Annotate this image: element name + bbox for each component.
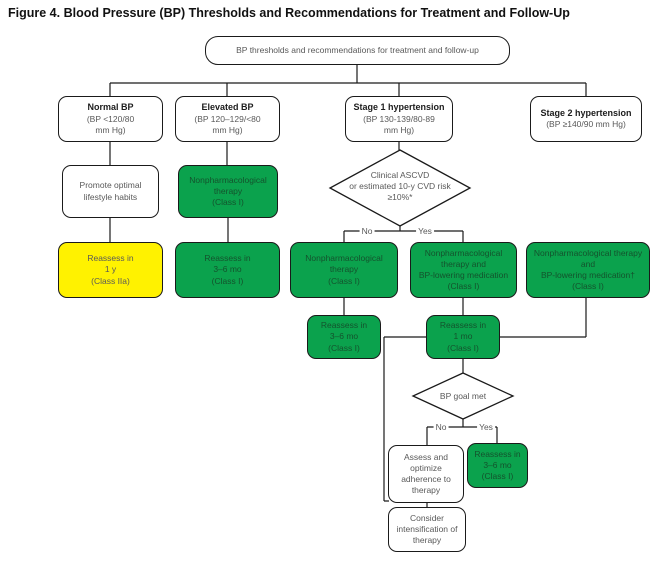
category-range: (BP 130-139/80-89 mm Hg) [363,113,435,135]
node-stage2-hypertension: Stage 2 hypertension (BP ≥140/90 mm Hg) [530,96,642,142]
node-stage1-hypertension: Stage 1 hypertension (BP 130-139/80-89 m… [345,96,453,142]
node-elevated-bp: Elevated BP (BP 120–129/<80 mm Hg) [175,96,280,142]
node-reassess-3-6mo-stage1: Reassess in 3–6 mo (Class I) [307,315,381,359]
node-label: Reassess in 3–6 mo (Class I) [474,448,521,482]
ascvd-risk-diamond-shape [328,149,472,227]
category-range: (BP ≥140/90 mm Hg) [546,119,626,130]
node-label: Nonpharmacological therapy and BP-loweri… [418,247,509,292]
category-range: (BP 120–129/<80 mm Hg) [194,113,261,135]
node-label: Promote optimal lifestyle habits [79,180,142,202]
decision-bp-goal-met: BP goal met [439,391,487,401]
node-root-bp-thresholds: BP thresholds and recommendations for tr… [205,36,510,65]
node-reassess-3-6mo-goal-met: Reassess in 3–6 mo (Class I) [467,443,528,488]
category-name: Elevated BP [201,102,254,113]
figure-title: Figure 4. Blood Pressure (BP) Thresholds… [8,6,570,20]
node-reassess-1mo: Reassess in 1 mo (Class I) [426,315,500,359]
category-name: Stage 1 hypertension [353,102,445,113]
node-label: Reassess in 1 mo (Class I) [439,320,487,353]
node-reassess-3-6mo-elevated: Reassess in 3–6 mo (Class I) [175,242,280,298]
category-name: Normal BP [87,102,134,113]
node-nonpharm-med-stage2: Nonpharmacological therapy and BP-loweri… [526,242,650,298]
node-label: Reassess in 1 y (Class IIa) [87,253,134,286]
node-nonpharm-therapy-elevated: Nonpharmacological therapy (Class I) [178,165,278,218]
edge-label-goal-no: No [433,422,449,432]
node-nonpharm-therapy-stage1: Nonpharmacological therapy (Class I) [290,242,398,298]
decision-ascvd-risk: Clinical ASCVD or estimated 10-y CVD ris… [349,170,451,203]
node-label: Reassess in 3–6 mo (Class I) [204,253,251,286]
node-reassess-1y: Reassess in 1 y (Class IIa) [58,242,163,298]
node-label: Assess and optimize adherence to therapy [401,451,451,496]
node-label: Reassess in 3–6 mo (Class I) [320,320,368,353]
node-assess-adherence: Assess and optimize adherence to therapy [388,445,464,503]
node-label: Nonpharmacological therapy and BP-loweri… [533,247,643,292]
flowchart-connectors [109,65,587,507]
category-range: (BP <120/80 mm Hg) [86,113,135,135]
edge-label-goal-yes: Yes [477,422,495,432]
node-label: Nonpharmacological therapy (Class I) [189,174,267,208]
node-label: BP thresholds and recommendations for tr… [236,44,479,55]
node-promote-lifestyle: Promote optimal lifestyle habits [62,165,159,218]
node-nonpharm-med-stage1: Nonpharmacological therapy and BP-loweri… [410,242,517,298]
node-consider-intensification: Consider intensification of therapy [388,507,466,552]
bp-goal-diamond-shape [411,372,515,420]
node-normal-bp: Normal BP (BP <120/80 mm Hg) [58,96,163,142]
edge-label-stage1-yes: Yes [416,226,434,236]
category-name: Stage 2 hypertension [540,107,632,118]
node-label: Nonpharmacological therapy (Class I) [305,253,383,286]
edge-label-stage1-no: No [359,226,375,236]
node-label: Consider intensification of therapy [396,512,458,546]
